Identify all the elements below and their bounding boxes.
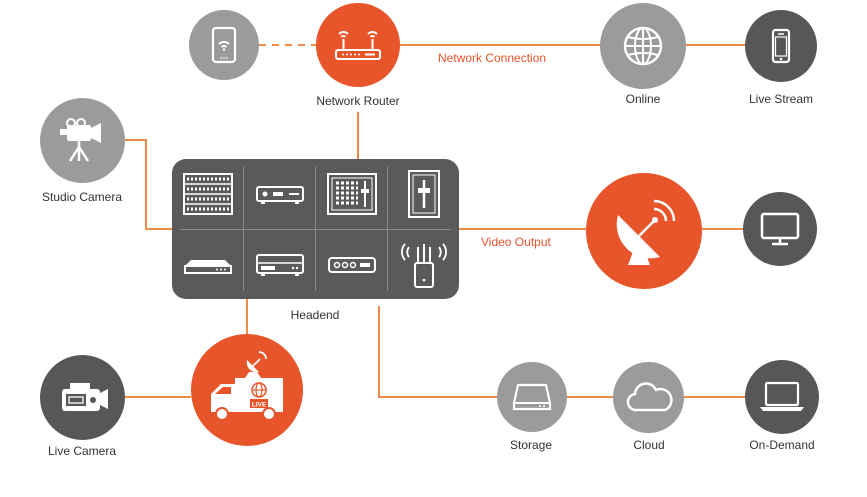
wall-plate-icon (407, 170, 440, 218)
studio-camera-icon (59, 117, 101, 162)
live-stream-node (745, 10, 817, 82)
online-node (600, 3, 686, 89)
broadcast-truck-node: LIVE (191, 334, 303, 446)
headend-cell-3 (316, 159, 387, 229)
line-headend-storage (378, 306, 497, 398)
studio-camera-node (40, 98, 125, 183)
headend-cell-6 (244, 230, 315, 299)
network-connection-label: Network Connection (438, 51, 547, 65)
wireless-access-point-icon (400, 242, 447, 288)
cloud-label: Cloud (633, 438, 665, 452)
headend-cell-2 (244, 159, 315, 229)
live-badge: LIVE (252, 402, 267, 409)
network-router-label: Network Router (316, 94, 400, 108)
cloud-node (613, 362, 684, 433)
cloud-icon (626, 381, 673, 411)
hard-drive-icon (512, 383, 552, 411)
video-output-label: Video Output (481, 235, 551, 249)
line-studiocam-headend (125, 139, 172, 230)
headend-cell-8 (388, 230, 459, 299)
wifi-router-icon (335, 31, 381, 60)
set-top-box-icon (183, 259, 232, 274)
headend-panel (172, 159, 459, 299)
live-camera-node (40, 355, 125, 440)
studio-camera-label: Studio Camera (41, 190, 123, 204)
control-panel-icon (326, 173, 377, 215)
globe-icon (623, 26, 663, 66)
storage-label: Storage (509, 438, 553, 452)
headend-label: Headend (290, 308, 340, 322)
live-camera-label: Live Camera (47, 444, 117, 458)
smartphone-icon (771, 28, 791, 64)
satellite-node (586, 173, 702, 289)
live-stream-label: Live Stream (748, 92, 814, 106)
camcorder-icon (61, 382, 108, 411)
headend-cell-7 (316, 230, 387, 299)
router-node (316, 3, 400, 87)
laptop-icon (760, 381, 804, 411)
media-player-icon (255, 186, 304, 204)
storage-node (497, 362, 567, 432)
online-label: Online (625, 92, 661, 106)
server-rack-icon (182, 173, 233, 215)
tablet-wifi-icon (211, 26, 237, 64)
encoder-icon (327, 256, 376, 273)
headend-cell-5 (172, 230, 243, 299)
on-demand-label: On-Demand (749, 438, 815, 452)
broadcast-truck-icon: LIVE (211, 351, 283, 421)
monitor-node (743, 192, 817, 266)
tv-monitor-icon (760, 212, 800, 246)
satellite-dish-icon (616, 199, 676, 265)
receiver-icon (255, 253, 304, 276)
tablet-node (189, 10, 259, 80)
on-demand-node (745, 360, 819, 434)
headend-cell-4 (388, 159, 459, 229)
headend-cell-1 (172, 159, 243, 229)
